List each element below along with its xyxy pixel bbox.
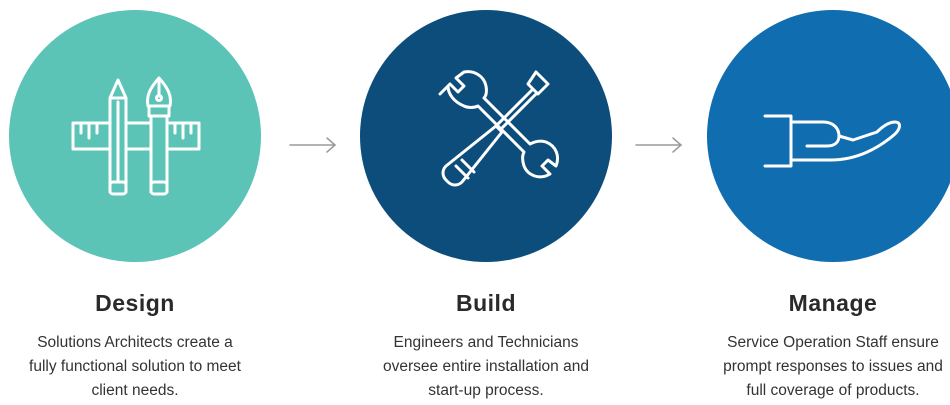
description-line: fully functional solution to meet	[29, 358, 241, 375]
description-line: prompt responses to issues and	[723, 358, 943, 375]
description-line: full coverage of products.	[746, 382, 920, 399]
description-line: Solutions Architects create a	[37, 334, 233, 351]
build-circle	[360, 10, 612, 262]
ruler-pencil-pen-icon	[71, 76, 201, 196]
wrench-screwdriver-icon	[438, 70, 560, 187]
description-line: Engineers and Technicians	[393, 334, 579, 351]
open-hand-icon	[763, 114, 901, 168]
step-title: Manage	[788, 290, 878, 316]
description-line: oversee entire installation and	[383, 358, 589, 375]
arrow-right-icon	[289, 137, 337, 153]
step-title: Build	[456, 290, 516, 316]
description-line: start-up process.	[428, 382, 544, 399]
arrow-right-icon	[635, 137, 683, 153]
step-description: Service Operation Staff ensure prompt re…	[698, 331, 950, 403]
description-line: client needs.	[91, 382, 179, 399]
design-circle	[9, 10, 261, 262]
step-description: Engineers and Technicians oversee entire…	[351, 331, 621, 403]
step-description: Solutions Architects create a fully func…	[0, 331, 270, 403]
manage-circle	[707, 10, 950, 262]
description-line: Service Operation Staff ensure	[727, 334, 939, 351]
step-title: Design	[95, 290, 175, 316]
